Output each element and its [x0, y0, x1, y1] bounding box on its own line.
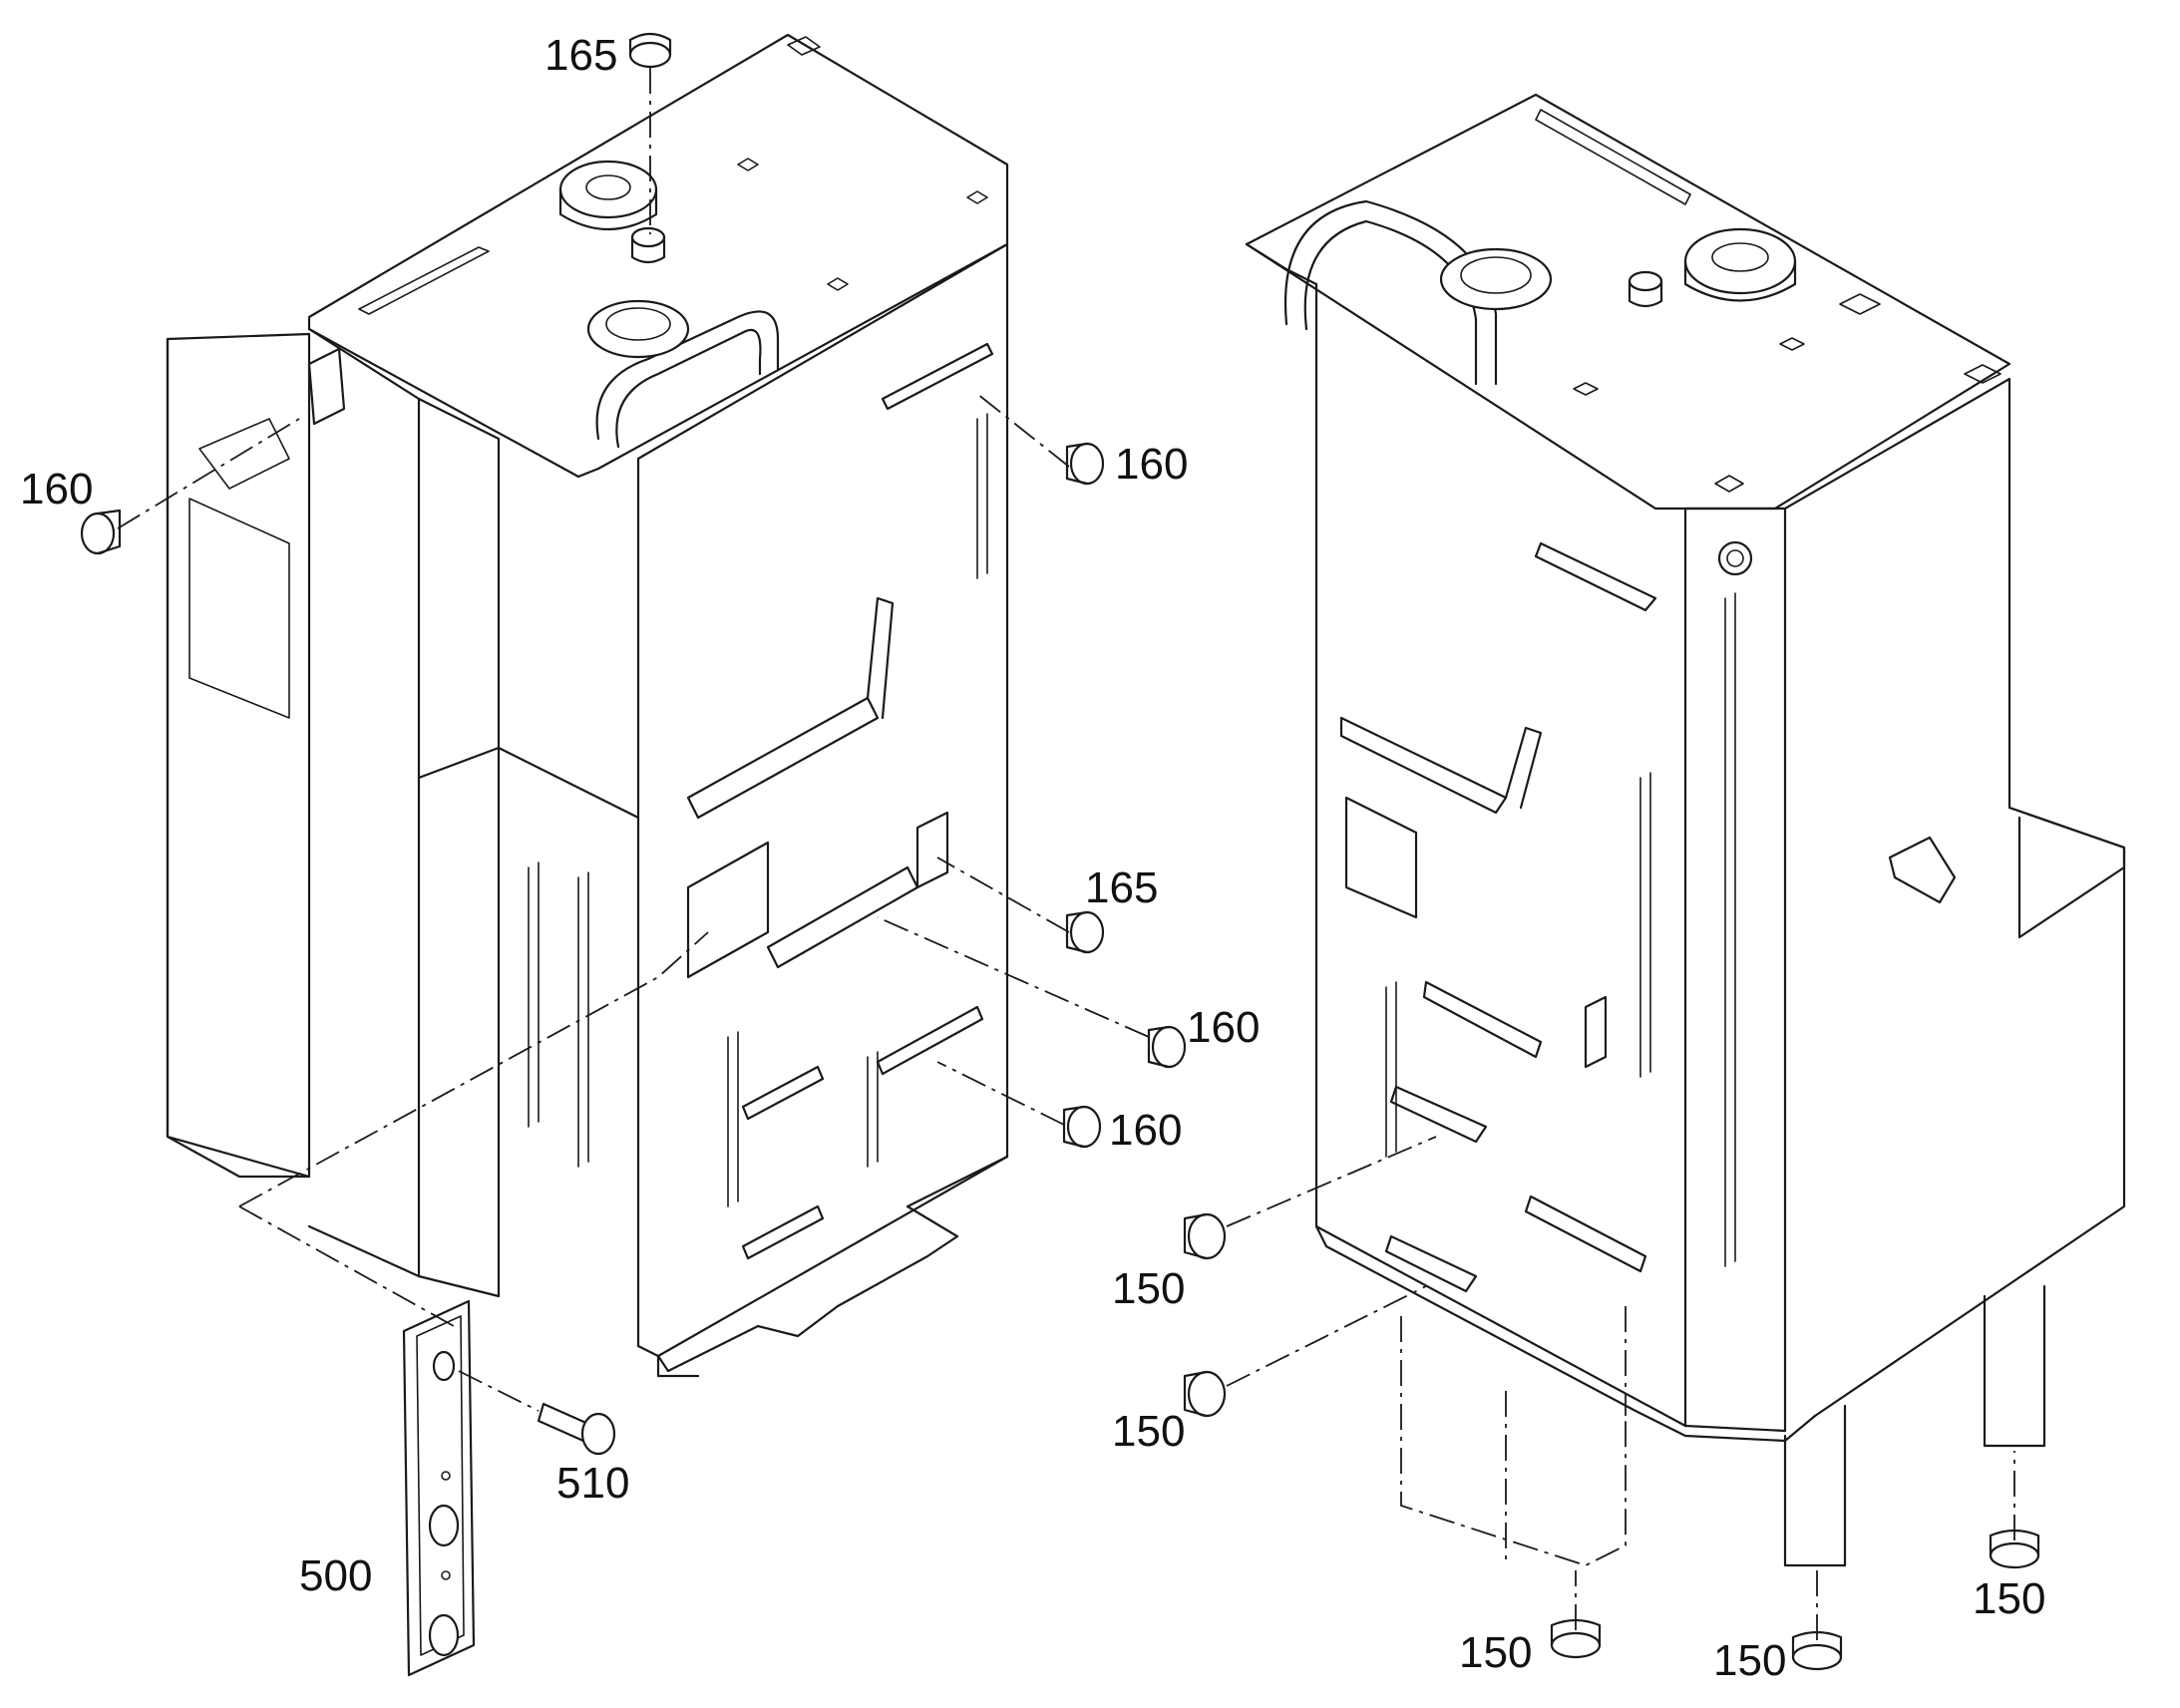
plug-160-left [80, 509, 122, 555]
right-tank-body [1245, 93, 2126, 1567]
callout-150-d: 150 [1713, 1636, 1786, 1685]
callout-160-mid: 160 [1187, 1003, 1260, 1052]
callout-150-e: 150 [1973, 1574, 2045, 1623]
plug-165-mid [1065, 910, 1105, 954]
plug-160-mid [1147, 1025, 1187, 1069]
callout-labels: 165 160 160 165 160 160 510 500 150 150 … [20, 31, 2045, 1685]
callout-510: 510 [556, 1459, 629, 1508]
callout-160-upper-right: 160 [1115, 440, 1188, 489]
callout-165-top: 165 [545, 31, 617, 80]
plug-150-b [1183, 1370, 1227, 1418]
plug-150-e [1989, 1529, 2040, 1569]
callout-150-a: 150 [1112, 1264, 1185, 1313]
callout-150-c: 150 [1459, 1628, 1532, 1677]
plug-165-top [628, 32, 672, 69]
plug-160-upper-right [1065, 442, 1105, 486]
callout-150-b: 150 [1112, 1407, 1185, 1456]
plug-160-lower [1062, 1105, 1102, 1149]
callout-160-lower: 160 [1109, 1106, 1182, 1155]
screw-510 [537, 1402, 616, 1456]
left-tank-body [166, 33, 1009, 1378]
leader-lines [117, 68, 2015, 1640]
callout-500: 500 [299, 1551, 372, 1600]
callout-165-mid: 165 [1085, 863, 1158, 912]
plug-150-a [1183, 1212, 1227, 1260]
callout-160-left: 160 [20, 465, 93, 513]
mounting-plate-500 [402, 1299, 476, 1677]
